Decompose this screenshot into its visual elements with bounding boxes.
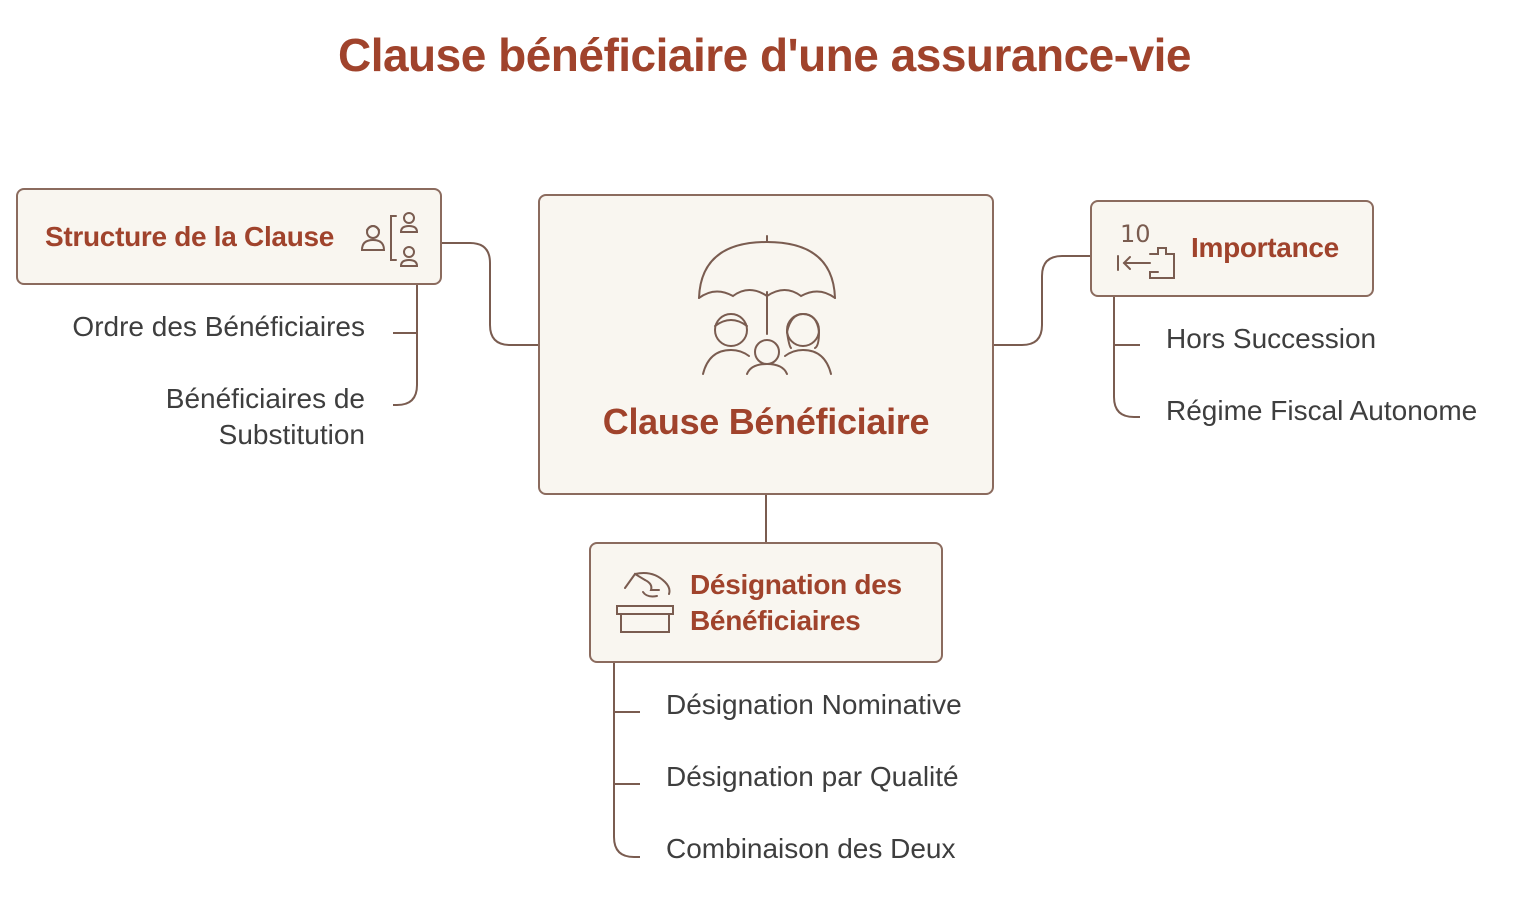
connector-importance-center [994,255,1090,346]
connector-importance-leaves [1113,297,1140,418]
designation-leaf-nominative: Désignation Nominative [666,689,962,720]
designation-label-line1: Désignation des [690,569,902,600]
structure-leaf-beneficiaires-line1: Bénéficiaires de [165,383,365,414]
structure-leaf-ordre: Ordre des Bénéficiaires [72,311,365,342]
connector-structure-leaves [393,285,418,406]
importance-leaf-hors-succession: Hors Succession [1166,323,1377,354]
umbrella-family-icon [695,234,839,376]
connector-structure-center [441,242,538,346]
page-title: Clause bénéficiaire d'une assurance-vie [337,29,1192,81]
number-arrow-icon: 10 [1114,216,1178,282]
designation-box: Désignation des Bénéficiaires [589,542,943,663]
importance-label: Importance [1191,232,1339,263]
designation-label-line2: Bénéficiaires [690,605,861,636]
hierarchy-people-icon [358,208,422,270]
importance-box: 10 Importance [1090,200,1374,297]
structure-label: Structure de la Clause [45,221,335,252]
center-box: Clause Bénéficiaire [538,194,994,495]
ballot-box-icon [613,570,677,636]
structure-leaf-beneficiaires-line2: Substitution [218,419,365,450]
svg-text:10: 10 [1120,220,1151,248]
designation-leaf-combinaison: Combinaison des Deux [666,833,956,864]
center-label: Clause Bénéficiaire [602,401,930,442]
importance-leaf-regime-fiscal: Régime Fiscal Autonome [1166,395,1478,426]
connector-designation-leaves [613,663,640,858]
designation-leaf-qualite: Désignation par Qualité [666,761,959,792]
structure-box: Structure de la Clause [16,188,442,285]
